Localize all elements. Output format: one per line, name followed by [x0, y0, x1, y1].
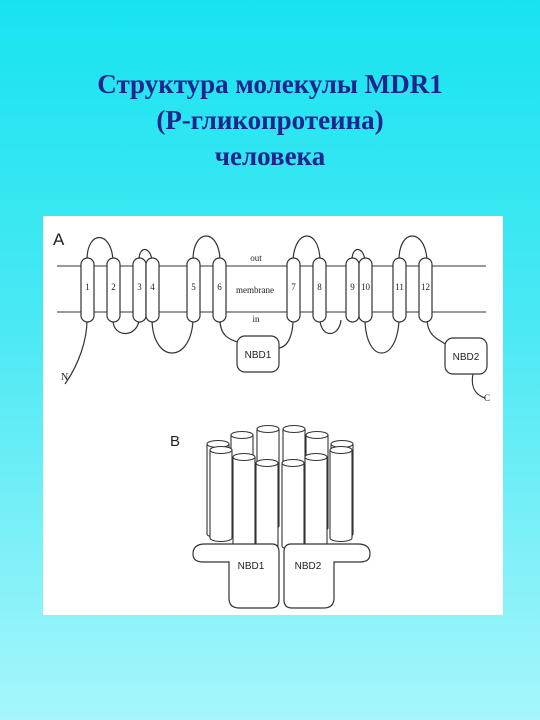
- tm-helix-4: [145, 257, 160, 323]
- tm-helix-label-4: 4: [150, 282, 155, 292]
- tm-helix-11: [392, 257, 407, 323]
- tm-helices: [80, 257, 433, 323]
- tm-helix-12: [418, 257, 433, 323]
- tm-helix-label-7: 7: [291, 282, 296, 292]
- mdr1-diagram-svg: A: [53, 230, 490, 609]
- cylinder-front-4: [281, 458, 305, 551]
- tm-helix-7: [286, 257, 301, 323]
- tm-helix-label-2: 2: [111, 282, 116, 292]
- nbd1-domain-b: [192, 543, 280, 609]
- tm-helix-label-11: 11: [395, 282, 404, 292]
- region-out-label: out: [250, 253, 262, 263]
- cylinder-front-6: [329, 445, 353, 543]
- nbd2-label-a: NBD2: [453, 352, 480, 363]
- nbd2-domain-b: [283, 543, 371, 609]
- tm-helix-1: [80, 257, 95, 323]
- mdr1-structure-figure: A: [43, 216, 503, 615]
- tm-helix-10: [358, 257, 373, 323]
- tm-helix-labels: 1 2 3 4 5 6 7 8 9 10 11 12: [85, 282, 430, 292]
- nbd1-box-a: [236, 335, 280, 373]
- nbd2-box-a: [444, 337, 488, 375]
- tm-helix-2: [106, 257, 121, 323]
- c-terminus-label: C: [484, 393, 490, 403]
- cylinder-front-3: [255, 458, 279, 551]
- nbd1-label-a: NBD1: [245, 350, 272, 361]
- region-membrane-label: membrane: [236, 285, 274, 295]
- tm-helix-label-12: 12: [421, 282, 430, 292]
- cylinder-front-2: [232, 452, 256, 549]
- tm-helix-6: [212, 257, 227, 323]
- region-in-label: in: [252, 314, 260, 324]
- n-terminus-label: N: [61, 372, 68, 383]
- cylinder-front-1: [209, 445, 233, 543]
- tm-cylinders: [206, 424, 354, 551]
- panel-a-label: A: [53, 230, 65, 249]
- cylinder-front-5: [304, 452, 328, 549]
- tm-helix-label-5: 5: [191, 282, 196, 292]
- panel-b-label: B: [170, 433, 180, 450]
- tm-helix-8: [312, 257, 327, 323]
- tm-helix-5: [186, 257, 201, 323]
- tm-helix-label-3: 3: [137, 282, 142, 292]
- slide-title-line-1: Структура молекулы MDR1: [97, 69, 443, 99]
- tm-helix-label-10: 10: [361, 282, 371, 292]
- slide-title: Структура молекулы MDR1 (P-гликопротеина…: [0, 66, 540, 174]
- extracellular-loops: [86, 235, 428, 261]
- tm-helix-label-8: 8: [317, 282, 322, 292]
- nbd1-label-b: NBD1: [238, 561, 265, 572]
- tm-helix-label-6: 6: [217, 282, 222, 292]
- slide-title-line-3: человека: [214, 141, 326, 171]
- tm-helix-label-1: 1: [85, 282, 90, 292]
- nbd2-label-b: NBD2: [295, 561, 322, 572]
- slide-title-line-2: (P-гликопротеина): [156, 105, 384, 135]
- tm-helix-label-9: 9: [350, 282, 355, 292]
